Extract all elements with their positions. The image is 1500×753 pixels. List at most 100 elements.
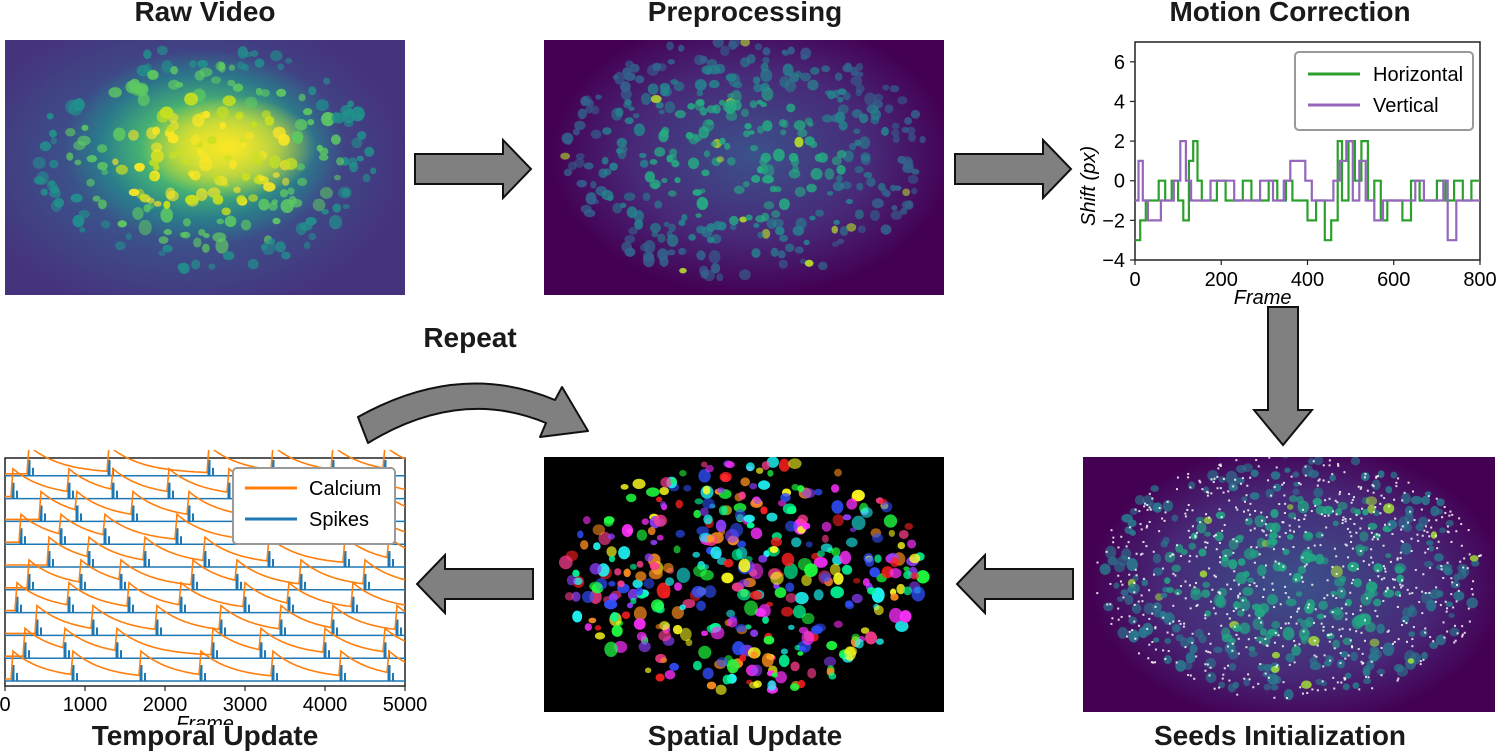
spike-bar xyxy=(59,528,63,545)
cell-footprint xyxy=(761,653,774,668)
cell-blob xyxy=(218,62,226,71)
seed-dot xyxy=(1419,660,1422,663)
spike-bar xyxy=(219,619,223,636)
cell-blob xyxy=(291,131,304,143)
seed-dot xyxy=(1145,545,1148,548)
cell-footprint xyxy=(746,522,755,529)
spike-bar xyxy=(204,673,206,681)
seed-dot xyxy=(1267,479,1270,482)
seed-dot xyxy=(1341,627,1344,630)
y-tick-label: 4 xyxy=(1114,91,1125,113)
seed-dot xyxy=(1247,638,1250,641)
cell-blob xyxy=(778,259,788,269)
cell-blob xyxy=(250,50,259,57)
cell-footprint xyxy=(767,469,774,477)
cell-blob xyxy=(1436,498,1445,507)
cell-footprint xyxy=(775,671,787,684)
x-tick-label: 200 xyxy=(1205,269,1238,291)
cell-footprint xyxy=(635,571,647,582)
y-axis-label: Shift (px) xyxy=(1078,146,1100,226)
seed-dot xyxy=(1324,688,1327,691)
cell-blob xyxy=(325,115,333,120)
cell-blob xyxy=(901,127,909,133)
spike-bar xyxy=(392,673,394,681)
seed-dot xyxy=(1401,584,1404,587)
seed-dot xyxy=(1426,531,1429,534)
cell-footprint xyxy=(675,499,684,509)
seed-dot xyxy=(1415,586,1418,589)
seed-dot xyxy=(1148,617,1151,620)
cell-blob xyxy=(235,111,245,120)
seed-dot xyxy=(1314,608,1317,611)
seed-dot xyxy=(1209,651,1212,654)
seed-dot xyxy=(1233,625,1236,628)
seed-dot xyxy=(1241,599,1244,602)
cell-blob xyxy=(890,129,900,137)
legend-label: Horizontal xyxy=(1373,64,1463,86)
cell-blob xyxy=(750,145,758,152)
seed-dot xyxy=(1345,618,1348,621)
cell-blob xyxy=(255,87,263,96)
seed-dot xyxy=(1169,555,1172,558)
x-tick-label: 0 xyxy=(1129,269,1140,291)
seed-dot xyxy=(1311,688,1314,691)
seed-dot xyxy=(1313,621,1316,624)
seed-dot xyxy=(1428,535,1431,538)
seed-dot xyxy=(1187,503,1190,506)
spike-bar xyxy=(144,673,146,681)
seed-dot xyxy=(1187,674,1190,677)
cell-blob xyxy=(859,136,871,149)
cell-blob xyxy=(168,151,178,159)
cell-footprint xyxy=(626,602,634,609)
cell-footprint xyxy=(598,531,612,546)
seed-dot xyxy=(1387,629,1390,632)
cell-blob xyxy=(745,214,753,221)
seed-dot xyxy=(1446,607,1449,610)
arrow-left-icon xyxy=(955,553,1074,615)
cell-footprint xyxy=(813,589,824,601)
seed-dot xyxy=(1328,640,1331,643)
seed-dot xyxy=(1273,606,1276,609)
seed-dot xyxy=(1398,594,1401,597)
cell-blob xyxy=(638,152,647,159)
cell-blob xyxy=(221,207,231,216)
seed-dot xyxy=(1370,531,1373,534)
seed-dot xyxy=(1121,583,1124,586)
seed-dot xyxy=(1379,502,1382,505)
seed-dot xyxy=(1441,516,1444,519)
seed-dot xyxy=(1106,603,1109,606)
cell-blob xyxy=(1429,588,1442,600)
seed-dot xyxy=(1249,529,1252,532)
cell-blob xyxy=(614,71,625,85)
cell-blob xyxy=(276,88,287,97)
cell-blob xyxy=(762,56,770,64)
spike-bar xyxy=(11,665,15,681)
cell-blob xyxy=(1332,639,1340,649)
cell-blob xyxy=(212,194,224,205)
cell-blob xyxy=(236,195,247,205)
cell-blob xyxy=(1396,574,1405,584)
cell-blob xyxy=(694,79,707,91)
arrow-left-icon xyxy=(415,553,534,615)
seed-dot xyxy=(1199,521,1202,524)
x-tick-label: 4000 xyxy=(303,694,348,716)
seed-dot xyxy=(1281,483,1284,486)
seed-dot xyxy=(1428,591,1431,594)
cell-blob xyxy=(1282,626,1295,641)
seed-dot xyxy=(1270,529,1273,532)
cell-blob xyxy=(240,141,247,149)
seed-dot xyxy=(1298,643,1301,646)
cell-blob xyxy=(1141,579,1149,587)
cell-blob xyxy=(1350,507,1357,514)
cell-footprint xyxy=(834,468,842,477)
cell-blob xyxy=(148,172,158,181)
spike-bar xyxy=(279,619,283,636)
seed-dot xyxy=(1140,528,1143,531)
cell-blob xyxy=(788,152,799,162)
cell-footprint xyxy=(608,593,618,602)
seed-dot xyxy=(1210,478,1213,481)
seed-dot xyxy=(1218,686,1221,689)
cell-blob xyxy=(49,159,59,169)
seed-dot xyxy=(1248,678,1251,681)
cell-footprint xyxy=(788,458,802,469)
